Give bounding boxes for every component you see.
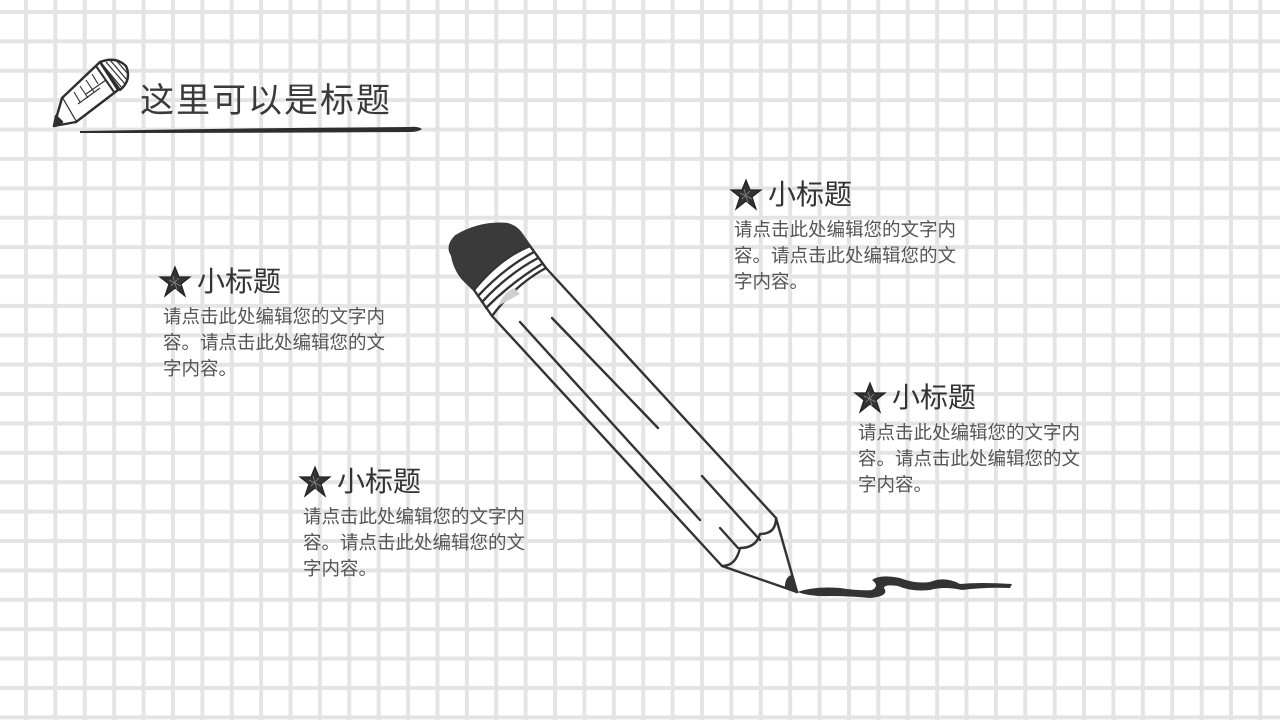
block-body-text[interactable]: 请点击此处编辑您的文字内容。请点击此处编辑您的文字内容。 [163,307,386,380]
block-subtitle[interactable]: 小标题 [892,381,977,414]
block-heading: 小标题 [297,465,537,499]
block-subtitle[interactable]: 小标题 [768,178,853,211]
drawn-line [797,576,1012,598]
block-subtitle[interactable]: 小标题 [197,265,282,298]
block-heading: 小标题 [157,265,397,299]
star-icon [853,381,887,414]
block-heading: 小标题 [728,178,968,212]
block-heading: 小标题 [852,381,1092,415]
content-block-right-upper: 小标题 请点击此处编辑您的文字内容。请点击此处编辑您的文字内容。 [728,178,968,296]
star-icon [298,465,332,498]
pencil-eraser [448,222,532,292]
block-subtitle[interactable]: 小标题 [337,465,422,498]
pencil-lead [784,574,799,594]
content-block-right-lower: 小标题 请点击此处编辑您的文字内容。请点击此处编辑您的文字内容。 [852,381,1092,499]
title-underline [80,126,422,133]
block-body-text[interactable]: 请点击此处编辑您的文字内容。请点击此处编辑您的文字内容。 [303,507,526,580]
star-icon [158,265,192,298]
content-block-left-lower: 小标题 请点击此处编辑您的文字内容。请点击此处编辑您的文字内容。 [297,465,537,583]
pencil-icon [52,58,130,128]
star-icon [729,178,763,211]
block-body-text[interactable]: 请点击此处编辑您的文字内容。请点击此处编辑您的文字内容。 [734,220,957,293]
big-pencil-icon [448,222,799,594]
slide-title[interactable]: 这里可以是标题 [140,81,392,121]
content-block-left-upper: 小标题 请点击此处编辑您的文字内容。请点击此处编辑您的文字内容。 [157,265,397,383]
block-body-text[interactable]: 请点击此处编辑您的文字内容。请点击此处编辑您的文字内容。 [858,423,1081,496]
